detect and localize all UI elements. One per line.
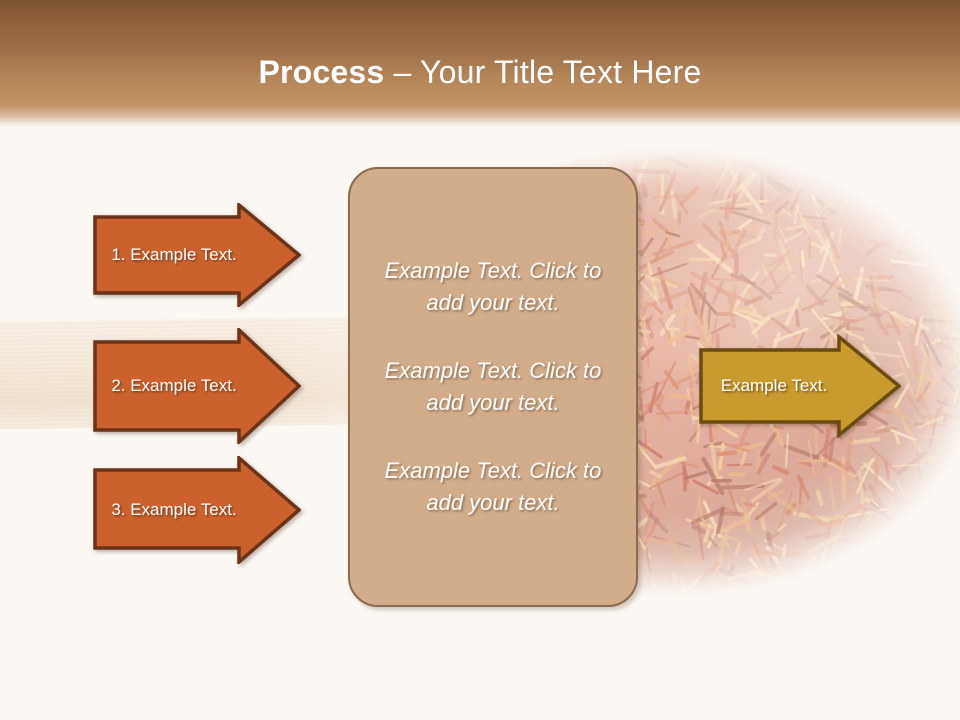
content-paragraph-3: Example Text. Click to add your text. [384,458,602,515]
page-title-rest: – Your Title Text Here [384,54,702,90]
content-paragraph-1: Example Text. Click to add your text. [384,258,602,315]
process-input-arrow-3[interactable]: 3. Example Text. [93,456,301,564]
process-input-arrow-2-label: 2. Example Text. [111,376,237,395]
process-input-arrow-1-label: 1. Example Text. [111,245,237,264]
right-arrow-icon [93,328,301,444]
right-arrow-icon [699,334,901,438]
header-banner: Process – Your Title Text Here [0,0,960,128]
process-input-arrow-1[interactable]: 1. Example Text. [93,203,301,307]
process-output-arrow-label: Example Text. [720,376,828,395]
content-paragraph-2: Example Text. Click to add your text. [384,358,602,415]
process-output-arrow[interactable]: Example Text. [699,334,901,438]
right-arrow-icon [93,456,301,564]
right-arrow-icon [93,203,301,307]
process-input-arrow-2[interactable]: 2. Example Text. [93,328,301,444]
page-title: Process – Your Title Text Here [0,52,960,92]
page-title-bold: Process [258,54,385,90]
process-input-arrow-3-label: 3. Example Text. [111,500,237,519]
process-content-box[interactable]: Example Text. Click to add your text. Ex… [348,167,638,607]
